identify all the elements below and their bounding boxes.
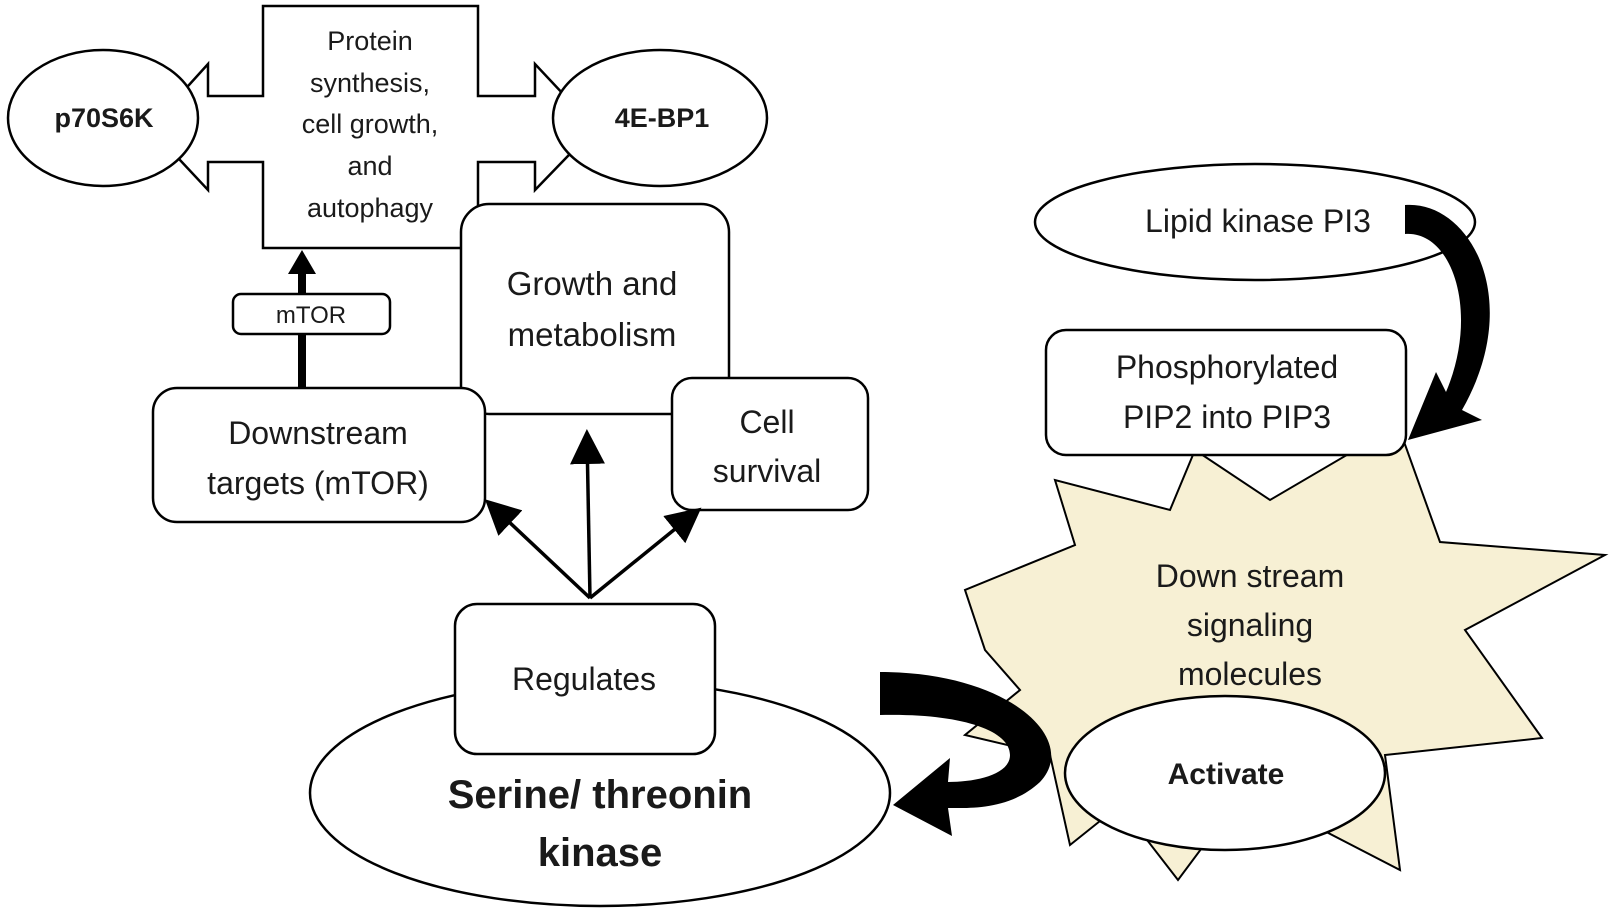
protein-synthesis-line: autophagy — [307, 193, 434, 223]
mtor-label: mTOR — [276, 302, 346, 329]
growth-metabolism-box — [459, 202, 731, 416]
lipid-kinase-label: Lipid kinase PI3 — [1145, 203, 1371, 239]
growth-metabolism-label: Growth and metabolism — [507, 265, 678, 353]
downstream-targets-label: Downstream targets (mTOR) — [207, 415, 429, 501]
downstream-targets-box — [151, 386, 487, 524]
downstream-targets-line: targets (mTOR) — [207, 465, 429, 501]
cell-survival-line: Cell — [739, 404, 794, 440]
growth-metabolism-line: Growth and — [507, 265, 678, 302]
down-stream-line: molecules — [1178, 656, 1322, 692]
growth-metabolism-line: metabolism — [508, 316, 677, 353]
4e-bp1-ellipse — [551, 48, 769, 188]
down-stream-line: signaling — [1187, 607, 1313, 643]
lipid-kinase-ellipse — [1033, 162, 1477, 282]
cell-survival-line: survival — [713, 453, 821, 489]
arrow-to-downstream-targets — [484, 499, 592, 600]
regulates-box — [453, 602, 717, 756]
curved-arrow-to-kinase — [880, 672, 1052, 836]
p70s6k-label: p70S6K — [54, 103, 154, 133]
protein-synthesis-line: and — [347, 151, 392, 181]
phosphorylated-box — [1044, 328, 1408, 457]
mtor-label-box — [231, 292, 392, 336]
phosphorylated-label: Phosphorylated PIP2 into PIP3 — [1116, 349, 1338, 435]
serine-threonin-line: kinase — [538, 831, 663, 875]
mtor-arrow-head — [288, 250, 316, 274]
activate-ellipse — [1063, 694, 1387, 852]
protein-synthesis-label: Protein synthesis, cell growth, and auto… — [302, 26, 439, 223]
arrow-to-growth-metabolism — [570, 429, 606, 599]
phosphorylated-line: PIP2 into PIP3 — [1123, 399, 1331, 435]
phosphorylated-line: Phosphorylated — [1116, 349, 1338, 385]
arrow-to-cell-survival — [588, 507, 702, 600]
serine-threonin-label: Serine/ threonin kinase — [448, 773, 753, 875]
4e-bp1-label: 4E-BP1 — [615, 103, 710, 133]
p70s6k-ellipse — [6, 48, 200, 188]
down-stream-line: Down stream — [1156, 558, 1345, 594]
curved-arrow-to-phosphorylated — [1405, 204, 1490, 440]
downstream-targets-line: Downstream — [228, 415, 408, 451]
protein-synthesis-line: cell growth, — [302, 109, 439, 139]
serine-threonin-line: Serine/ threonin — [448, 773, 753, 817]
cell-survival-label: Cell survival — [713, 404, 821, 489]
cell-survival-box — [670, 376, 870, 512]
protein-synthesis-line: synthesis, — [310, 68, 430, 98]
regulates-label: Regulates — [512, 661, 656, 697]
protein-synthesis-line: Protein — [327, 26, 413, 56]
down-stream-label: Down stream signaling molecules — [1156, 558, 1345, 692]
activate-label: Activate — [1168, 758, 1285, 791]
